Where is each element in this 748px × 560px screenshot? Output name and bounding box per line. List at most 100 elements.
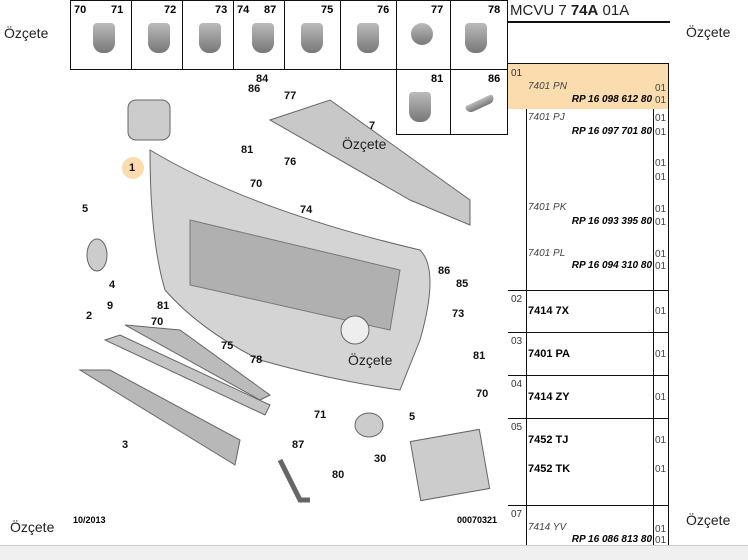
part-number[interactable]: RP 16 093 395 80	[571, 216, 652, 227]
part-ref: 7414 YV	[528, 522, 567, 533]
screw-icon	[252, 23, 274, 53]
qty: 01	[655, 306, 667, 317]
part-ref[interactable]: 7452 TJ	[528, 434, 569, 446]
callout-label[interactable]: 70	[476, 388, 489, 400]
callout-label[interactable]: 70	[151, 316, 164, 328]
parts-panel: MCVU 7 74A 01A 01 7401 PN 01 RP 16 098 6…	[508, 0, 748, 546]
screw-icon	[93, 23, 115, 53]
callout-label[interactable]: 3	[122, 439, 129, 451]
watermark: Özçete	[348, 352, 393, 368]
diagram-code: 00070321	[457, 515, 498, 525]
table-row[interactable]: 03 7401 PA 01	[508, 332, 668, 376]
part-ref[interactable]: 7414 7X	[528, 305, 569, 317]
callout-label[interactable]: 81	[241, 144, 254, 156]
callout-label[interactable]: 81	[157, 300, 170, 312]
table-row[interactable]: 05 7452 TJ 01 7452 TK 01	[508, 418, 668, 506]
callout-label[interactable]: 81	[473, 350, 486, 362]
row-number: 01	[511, 68, 523, 79]
qty: 01	[655, 113, 667, 124]
fastener-label: 87	[264, 4, 277, 16]
table-row[interactable]: 07 7414 YV 01 RP 16 086 813 80 01	[508, 505, 668, 546]
callout-label[interactable]: 9	[107, 300, 114, 312]
fastener-box[interactable]: 70 71	[70, 0, 132, 70]
table-row[interactable]: 04 7414 ZY 01	[508, 375, 668, 419]
bumper-diagram	[78, 99, 491, 503]
row-number: 04	[511, 379, 523, 390]
callout-label[interactable]: 84	[256, 73, 269, 85]
callout-label[interactable]: 80	[332, 469, 345, 481]
table-row[interactable]: 01 7401 PN 01 RP 16 098 612 80 01 7401 P…	[508, 63, 668, 291]
qty: 01	[655, 158, 667, 169]
qty: 01	[655, 261, 667, 272]
part-number[interactable]: RP 16 097 701 80	[571, 126, 652, 137]
fastener-box[interactable]: 75	[284, 0, 341, 70]
fastener-box[interactable]: 72	[131, 0, 183, 70]
qty: 01	[655, 204, 667, 215]
qty: 01	[655, 217, 667, 228]
part-number[interactable]: RP 16 098 612 80	[571, 94, 652, 105]
callout-label[interactable]: 4	[109, 279, 116, 291]
callout-label[interactable]: 74	[300, 204, 313, 216]
callout-label[interactable]: 71	[314, 409, 327, 421]
diagram-date: 10/2013	[73, 515, 106, 525]
screw-icon	[148, 23, 170, 53]
row-number: 02	[511, 294, 523, 305]
callout-label[interactable]: 86	[248, 83, 261, 95]
callout-label[interactable]: 1	[129, 162, 136, 174]
qty: 01	[655, 392, 667, 403]
fastener-box[interactable]: 74 87	[233, 0, 285, 70]
callout-label[interactable]: 30	[374, 453, 387, 465]
col-divider	[526, 63, 527, 545]
horizontal-scrollbar[interactable]	[0, 545, 748, 560]
qty: 01	[655, 127, 667, 138]
callout-label[interactable]: 76	[284, 156, 297, 168]
callout-label[interactable]: 86	[438, 265, 451, 277]
qty: 01	[655, 349, 667, 360]
lower-trim	[78, 369, 241, 466]
callout-label[interactable]: 70	[250, 178, 263, 190]
fastener-label: 71	[111, 4, 124, 16]
part-ref[interactable]: 7414 ZY	[528, 391, 570, 403]
watermark: Özçete	[4, 25, 49, 41]
screw-icon	[301, 23, 323, 53]
washer-icon	[411, 23, 433, 45]
watermark: Özçete	[10, 519, 55, 535]
callout-label[interactable]: 7	[369, 120, 376, 132]
panel-title: MCVU 7 74A 01A	[510, 2, 629, 19]
callout-label[interactable]: 5	[409, 411, 416, 423]
clip-icon	[409, 92, 431, 122]
part-ref: 7401 PN	[528, 81, 567, 92]
fastener-box[interactable]: 77	[396, 0, 451, 70]
fastener-label: 81	[431, 73, 444, 85]
fastener-label: 75	[321, 4, 334, 16]
qty: 01	[655, 83, 667, 94]
part-number[interactable]: RP 16 086 813 80	[571, 534, 652, 545]
callout-label[interactable]: 2	[86, 310, 93, 322]
callout-label[interactable]: 85	[456, 278, 469, 290]
callout-label[interactable]: 87	[292, 439, 305, 451]
title-part: MCVU 7	[510, 2, 571, 19]
fastener-label: 78	[488, 4, 501, 16]
fastener-label: 70	[74, 4, 87, 16]
table-row[interactable]: 02 7414 7X 01	[508, 290, 668, 333]
callout-label[interactable]: 5	[82, 203, 89, 215]
fastener-box[interactable]: 78	[450, 0, 508, 70]
row-number: 07	[511, 509, 523, 520]
fastener-box[interactable]: 73	[182, 0, 234, 70]
qty: 01	[655, 172, 667, 183]
callout-label[interactable]: 78	[250, 354, 263, 366]
callout-label[interactable]: 73	[452, 308, 465, 320]
fastener-box[interactable]: 86	[450, 69, 508, 135]
watermark: Özçete	[342, 136, 387, 152]
fastener-label: 74	[237, 4, 250, 16]
part-ref[interactable]: 7401 PA	[528, 348, 570, 360]
part-number[interactable]: RP 16 094 310 80	[571, 260, 652, 271]
watermark: Özçete	[686, 24, 731, 40]
table-frame	[508, 63, 669, 545]
callout-label[interactable]: 77	[284, 90, 297, 102]
fastener-label: 72	[164, 4, 177, 16]
fastener-box[interactable]: 76	[340, 0, 397, 70]
part-ref[interactable]: 7452 TK	[528, 463, 571, 475]
callout-label[interactable]: 75	[221, 340, 234, 352]
screw-icon	[199, 23, 221, 53]
